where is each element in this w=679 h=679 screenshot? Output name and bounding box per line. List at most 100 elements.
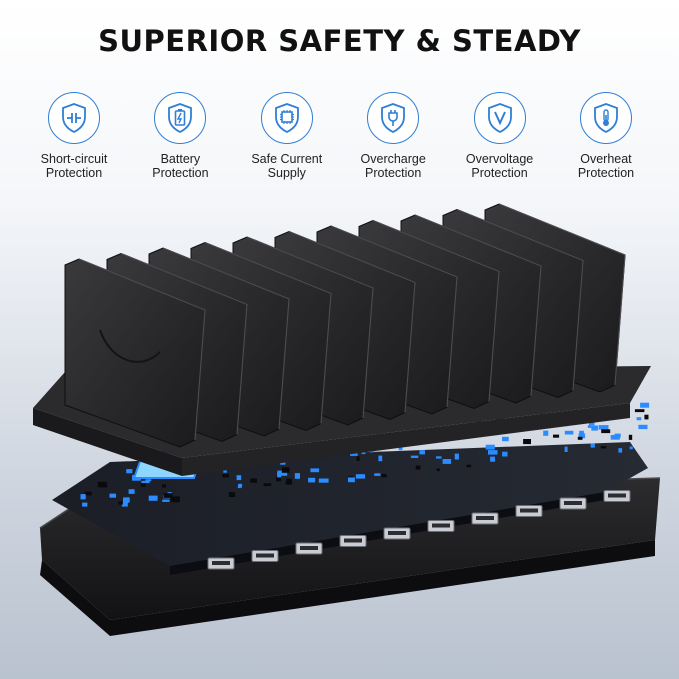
- pcb-component: [590, 443, 595, 448]
- usb-port-slot: [256, 553, 274, 558]
- pcb-component: [600, 446, 607, 449]
- feature-overvoltage: Overvoltage Protection: [448, 92, 552, 180]
- pcb-component: [598, 425, 609, 430]
- pcb-component: [109, 493, 116, 498]
- pcb-component: [170, 496, 180, 503]
- chip-shield-icon: [260, 92, 313, 144]
- short-circuit-shield-icon: [48, 92, 100, 144]
- pcb-component: [523, 439, 531, 445]
- pcb-component: [286, 478, 292, 482]
- pcb-component: [294, 473, 300, 479]
- pcb-component: [281, 467, 290, 473]
- pcb-component: [82, 502, 88, 507]
- pcb-component: [285, 481, 293, 485]
- pcb-component: [436, 468, 440, 472]
- pcb-component: [101, 483, 108, 488]
- usb-port-slot: [344, 538, 362, 543]
- pcb-component: [419, 450, 425, 455]
- pcb-component: [126, 469, 133, 474]
- pcb-component: [640, 402, 650, 408]
- pcb-component: [308, 477, 316, 483]
- pcb-component: [553, 434, 560, 438]
- pcb-component: [543, 430, 549, 436]
- pcb-component: [163, 493, 173, 498]
- feature-label: Battery Protection: [152, 152, 209, 180]
- usb-port-slot: [520, 508, 538, 513]
- usb-port-slot: [388, 531, 406, 535]
- battery-shield-icon: [154, 92, 207, 144]
- pcb-component: [410, 455, 419, 458]
- feature-label: Short-circuit Protection: [40, 152, 108, 180]
- feature-label: Overheat Protection: [577, 152, 635, 180]
- pcb-component: [128, 489, 135, 494]
- pcb-component: [222, 474, 229, 478]
- pcb-component: [502, 436, 509, 442]
- pcb-component: [398, 446, 403, 451]
- pcb-component: [350, 453, 358, 456]
- feature-short-circuit: Short-circuit Protection: [22, 92, 126, 180]
- pcb-component: [636, 417, 642, 421]
- usb-ports-row: [207, 490, 631, 570]
- pcb-component: [236, 475, 242, 481]
- pcb-component: [577, 436, 583, 440]
- pcb-component: [629, 446, 633, 450]
- pcb-component: [250, 478, 257, 483]
- thermometer-shield-icon: [579, 92, 632, 144]
- feature-overcharge: Overcharge Protection: [341, 92, 445, 180]
- pcb-component: [238, 483, 243, 487]
- pcb-component: [148, 495, 158, 501]
- pcb-component: [356, 456, 360, 461]
- usb-port-slot: [432, 523, 450, 528]
- pcb-component: [490, 456, 495, 462]
- feature-label: Safe Current Supply: [251, 152, 323, 180]
- headline: SUPERIOR SAFETY & STEADY: [98, 24, 581, 58]
- usb-port-slot: [476, 516, 494, 520]
- pcb-component: [228, 492, 236, 497]
- pcb-component: [601, 429, 611, 434]
- pcb-component: [140, 483, 146, 487]
- pcb-component: [485, 444, 495, 450]
- pcb-component: [578, 433, 586, 439]
- pcb-component: [442, 459, 452, 464]
- pcb-component: [381, 473, 387, 478]
- pcb-component: [488, 450, 498, 455]
- logo-mark: [99, 329, 161, 363]
- feature-safe-current: Safe Current Supply: [235, 92, 339, 180]
- pcb-component: [263, 483, 272, 486]
- pcb-component: [591, 425, 598, 431]
- divider-plate: [64, 258, 206, 448]
- pcb-component: [610, 435, 620, 440]
- pcb-component: [564, 430, 574, 435]
- pcb-component: [318, 478, 329, 483]
- pcb-component: [162, 499, 170, 502]
- charging-station-exploded-view: [33, 203, 661, 636]
- pcb-component: [579, 430, 584, 436]
- pcb-component: [361, 451, 366, 455]
- pcb-component: [634, 409, 645, 413]
- pcb-component: [276, 476, 282, 482]
- usb-port-slot: [212, 561, 230, 565]
- pcb-component: [141, 480, 150, 484]
- voltage-shield-icon: [473, 92, 526, 144]
- feature-battery: Battery Protection: [128, 92, 232, 180]
- pcb-component: [359, 475, 365, 479]
- pcb-component: [84, 491, 92, 496]
- usb-port-slot: [608, 493, 626, 498]
- pcb-component: [374, 473, 381, 476]
- pcb-component: [564, 446, 568, 452]
- feature-overheat: Overheat Protection: [554, 92, 658, 180]
- usb-port-slot: [564, 501, 582, 505]
- pcb-component: [162, 484, 166, 488]
- plug-shield-icon: [367, 92, 420, 144]
- pcb-component: [121, 501, 128, 507]
- pcb-component: [466, 464, 472, 468]
- pcb-component: [378, 455, 383, 462]
- pcb-component: [123, 497, 129, 504]
- dividers: [64, 203, 626, 448]
- pcb-component: [638, 424, 648, 430]
- pcb-component: [502, 451, 508, 457]
- pcb-component: [348, 477, 355, 483]
- pcb-component: [415, 465, 421, 470]
- pcb-component: [436, 456, 442, 459]
- pcb-component: [618, 448, 623, 453]
